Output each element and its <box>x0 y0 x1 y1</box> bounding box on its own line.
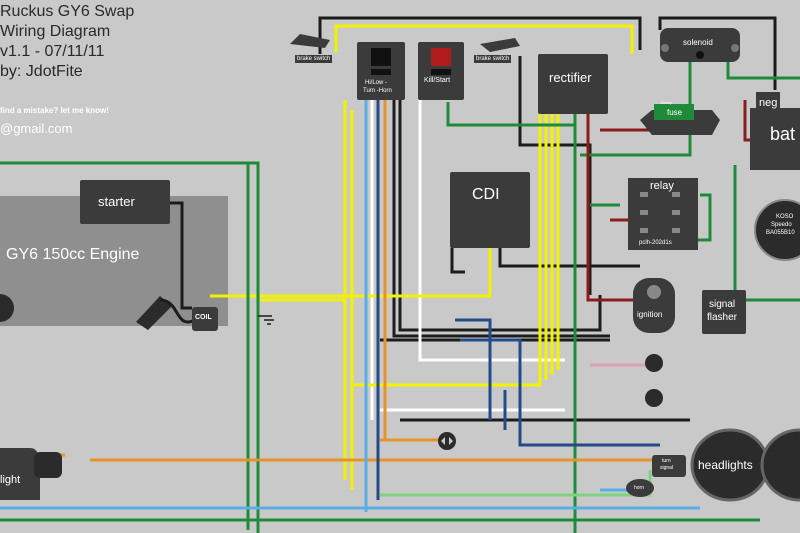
ignition-label: ignition <box>637 310 663 319</box>
indicator-headlight-icon <box>645 354 663 372</box>
horn-unit <box>626 479 654 497</box>
fuse-label: fuse <box>667 108 683 117</box>
turn-signal-label-1: turn <box>662 458 671 464</box>
indicator-fuel-icon <box>645 389 663 407</box>
coil-block: COIL <box>192 307 218 331</box>
starter-block: starter <box>80 180 170 224</box>
spark-plug-cap <box>136 296 172 330</box>
kill-button <box>431 48 451 66</box>
spark-plug-wire <box>159 298 196 324</box>
solenoid-terminal-left <box>661 44 669 52</box>
battery-label: bat <box>770 124 796 144</box>
kill-start-switch: Kill/Start <box>418 42 464 100</box>
title-line-2: Wiring Diagram <box>0 23 111 40</box>
wire-green-battery <box>726 58 800 80</box>
brake-switch-right-label: brake switch <box>474 55 512 63</box>
headlight-right <box>760 428 800 502</box>
wire-yellow-rect-1 <box>352 110 542 387</box>
fuse-tag-label: 15amp <box>660 100 673 105</box>
wire-green-rect <box>446 102 575 127</box>
engine-flywheel <box>0 294 14 322</box>
cdi-block: CDI <box>450 172 530 248</box>
rectifier-label: rectifier <box>549 70 592 85</box>
turn-signal-label-2: signal <box>660 465 674 471</box>
solenoid-label: solenoid <box>683 38 713 47</box>
title-email: @gmail.com <box>0 121 73 136</box>
battery-neg-terminal <box>756 92 780 108</box>
speedo-label-2: Speedo <box>771 222 792 228</box>
wire-black-rectifier <box>518 56 592 295</box>
wire-blue-3 <box>455 318 492 420</box>
indicator-turn-icon <box>438 432 456 450</box>
wire-yellow-top <box>334 24 634 54</box>
fuse-body <box>654 104 694 120</box>
speedo-label-3: BA055B10 <box>766 230 795 236</box>
brake-lever-left-shape <box>290 34 330 48</box>
wire-yellow-coil <box>210 248 492 298</box>
taillight-block <box>0 448 40 500</box>
battery-block <box>750 108 800 170</box>
relay-label: relay <box>650 180 674 192</box>
speedo-gauge <box>754 199 800 261</box>
hi-low-switch: Hi/Low - Turn -Horn <box>357 42 405 100</box>
speedo-label-1: KOSO <box>776 214 794 220</box>
headlights-label: headlights <box>698 458 753 472</box>
title-line-3: v1.1 - 07/11/11 <box>0 43 105 60</box>
signal-flasher-label-2: flasher <box>707 312 738 323</box>
title-line-1: Ruckus GY6 Swap <box>0 3 135 20</box>
wire-white-2 <box>418 86 565 362</box>
title-note: find a mistake? let me know! <box>0 106 109 115</box>
solenoid-terminal-right <box>731 44 739 52</box>
battery-neg-label: neg <box>759 97 778 109</box>
solenoid-center <box>696 51 704 59</box>
start-slider <box>431 69 451 75</box>
indicator-turn-arrows <box>441 437 453 445</box>
wire-black-cdi <box>450 248 465 274</box>
signal-flasher-label-1: signal <box>709 299 736 310</box>
wire-black-top <box>318 16 642 54</box>
brake-lever-right-shape <box>480 38 520 52</box>
ignition-keyhole <box>647 285 661 299</box>
starter-label: starter <box>98 194 135 209</box>
wire-black-main-1 <box>398 80 602 332</box>
wire-black-solenoid <box>658 16 777 90</box>
coil-label: COIL <box>195 314 212 321</box>
relay-block <box>628 178 698 250</box>
hi-low-slider <box>371 69 391 75</box>
wire-black-main-2 <box>392 98 610 338</box>
kill-start-label: Kill/Start <box>424 77 451 84</box>
taillight-label: light <box>0 474 21 486</box>
wire-black-starter <box>170 201 192 310</box>
signal-flasher-block: signal flasher <box>702 290 746 334</box>
wire-red-1 <box>586 110 640 302</box>
hi-low-label-2: Turn -Horn <box>363 88 392 94</box>
wire-green-relay-2 <box>690 193 712 242</box>
hi-low-button <box>371 48 391 66</box>
wire-green-right <box>580 60 692 157</box>
turn-signal-unit <box>652 455 686 477</box>
cdi-label: CDI <box>472 186 500 203</box>
rectifier-block: rectifier <box>538 54 608 114</box>
wire-black-relay <box>498 248 640 268</box>
taillight-connector <box>34 452 62 478</box>
brake-switch-left-label: brake switch <box>295 55 333 63</box>
wire-green-top <box>0 161 260 533</box>
hi-low-label-1: Hi/Low - <box>365 80 388 86</box>
solenoid-block <box>660 28 740 62</box>
title-line-4: by: JdotFite <box>0 63 83 80</box>
relay-part-label: pclh-202d1s <box>639 240 672 246</box>
horn-label: horn <box>634 485 645 491</box>
relay-pins <box>640 192 680 233</box>
ground-symbol <box>258 315 274 325</box>
ignition-block <box>633 278 675 333</box>
engine-label: GY6 150cc Engine <box>6 246 140 263</box>
wire-lightgreen-1 <box>380 470 652 497</box>
